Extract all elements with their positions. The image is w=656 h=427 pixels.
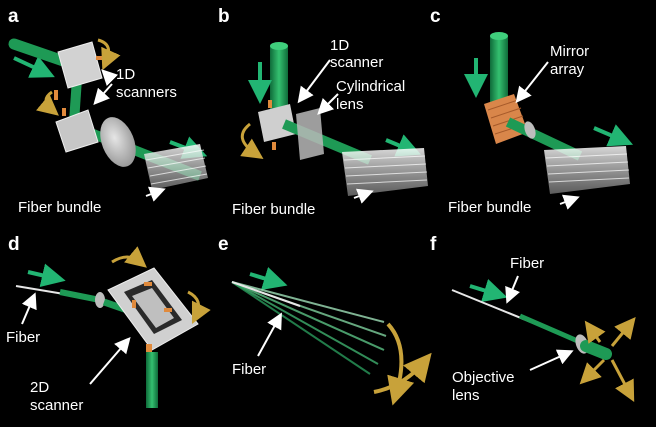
pointer-line — [317, 93, 339, 115]
beam-arrow — [27, 263, 66, 287]
fiber-vertical — [270, 46, 288, 120]
label-scanner: scanner — [330, 54, 383, 71]
scan-mirror — [57, 41, 103, 89]
scan-mirror — [55, 109, 99, 153]
lens — [100, 117, 136, 167]
beam-arrow — [13, 56, 55, 78]
actuator — [272, 142, 276, 150]
label-fiber-bundle: Fiber bundle — [448, 199, 531, 216]
label-mirror: Mirror — [550, 43, 589, 60]
scan-mirror — [258, 104, 296, 142]
pointer-line — [529, 349, 574, 371]
fiber-sweep — [231, 281, 387, 375]
actuator — [144, 282, 152, 286]
actuator — [146, 344, 152, 354]
label-fiber: Fiber — [510, 255, 544, 272]
label-2d: 2D — [30, 379, 49, 396]
panel-letter-a: a — [8, 6, 19, 27]
fiber-vertical — [490, 36, 508, 112]
pointer-line — [353, 188, 374, 204]
actuator — [96, 56, 106, 60]
beam-arrow — [593, 124, 634, 147]
lens-ring — [524, 121, 536, 139]
fiber-bundle — [544, 146, 630, 194]
label-fiber-bundle: Fiber bundle — [18, 199, 101, 216]
scan-mirror — [132, 288, 174, 328]
actuator — [54, 90, 58, 100]
actuator — [268, 100, 272, 108]
beam-segment — [146, 352, 158, 408]
beam-segment — [59, 289, 101, 303]
pointer-line — [297, 59, 331, 104]
panel-c: c Mirror array Fiber bundle — [430, 6, 634, 216]
label-lens: lens — [336, 96, 364, 113]
pointer-line — [257, 312, 282, 357]
label-lens: lens — [452, 387, 480, 404]
cylindrical-lens — [296, 108, 324, 160]
actuator — [62, 108, 66, 116]
panel-letter-c: c — [430, 6, 441, 27]
label-1d: 1D — [116, 66, 135, 83]
label-scanners: scanners — [116, 84, 177, 101]
beam-arrow — [385, 134, 422, 157]
rotation-arrow — [36, 90, 59, 116]
beam-arrow — [249, 267, 288, 290]
actuator — [164, 308, 172, 312]
fiber-end — [490, 32, 508, 40]
pointer-line — [101, 69, 119, 87]
rotation-arrow — [97, 38, 121, 71]
beam-segment — [580, 340, 612, 360]
rotation-arrow — [240, 122, 264, 159]
panel-e: e Fiber — [218, 234, 432, 406]
actuator — [132, 300, 136, 308]
label-scanner: scanner — [30, 397, 83, 414]
label-cylindrical: Cylindrical — [336, 78, 405, 95]
scan-direction-arrows — [579, 317, 636, 402]
lens-ring — [95, 292, 105, 308]
panel-letter-d: d — [8, 234, 20, 255]
pointer-line — [21, 292, 37, 325]
pointer-line — [89, 336, 131, 385]
beam-segment — [519, 313, 581, 345]
panel-b: b 1D scanner Cylindrical lens — [218, 6, 428, 218]
label-objective: Objective — [452, 369, 515, 386]
fiber-bundle — [144, 144, 208, 190]
label-1d: 1D — [330, 37, 349, 54]
panel-letter-f: f — [430, 234, 437, 255]
pointer-line — [515, 61, 549, 104]
fiber-end — [270, 42, 288, 50]
panel-a: a 1D scanners Fibe — [8, 6, 208, 216]
label-array: array — [550, 61, 585, 78]
rotation-arrow — [111, 246, 147, 268]
label-fiber: Fiber — [6, 329, 40, 346]
label-fiber: Fiber — [232, 361, 266, 378]
rotation-arrow — [187, 290, 211, 325]
panel-d: d Fiber 2D scanner — [6, 234, 211, 414]
pointer-line — [559, 194, 580, 210]
label-fiber-bundle: Fiber bundle — [232, 201, 315, 218]
fiber-bundle — [342, 148, 428, 196]
pointer-line — [145, 186, 166, 202]
pointer-line — [93, 83, 113, 105]
beam-arrow — [469, 279, 508, 302]
rotation-arrow — [386, 322, 415, 406]
panel-f: f Fiber Objective lens — [430, 234, 636, 404]
pointer-line — [505, 275, 520, 304]
rotation-arrow — [373, 352, 432, 394]
panel-letter-b: b — [218, 6, 230, 27]
panel-letter-e: e — [218, 234, 229, 255]
